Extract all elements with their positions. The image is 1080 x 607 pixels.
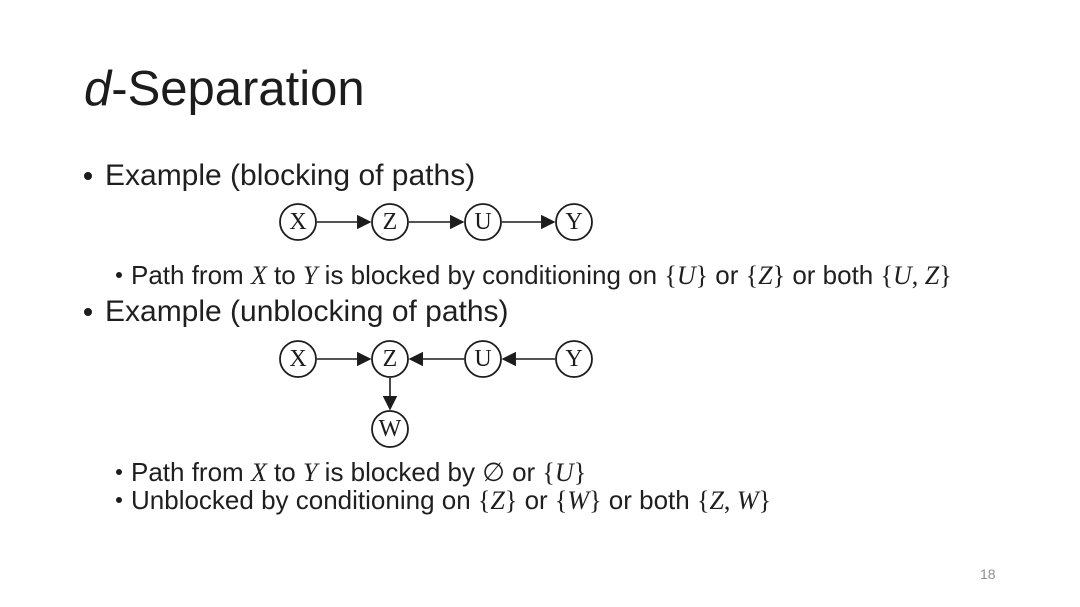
math-variable: U bbox=[554, 458, 574, 487]
text-run: { bbox=[745, 261, 759, 290]
bullet-dot bbox=[116, 469, 122, 475]
text-run: { bbox=[880, 261, 893, 290]
text-run: or both bbox=[785, 260, 881, 290]
bullet-example-blocking-text: Example (blocking of paths) bbox=[105, 159, 475, 192]
text-run: } bbox=[504, 486, 518, 515]
text-run: d bbox=[84, 62, 112, 116]
text-run: to bbox=[266, 457, 303, 487]
text-run: ∅ bbox=[482, 458, 505, 487]
bullet-blocking-detail-text: Path from X to Y is blocked by condition… bbox=[131, 260, 952, 291]
node-label-U: U bbox=[474, 346, 491, 372]
node-label-Y: Y bbox=[565, 209, 582, 235]
bullet-unblocked-by: Unblocked by conditioning on {Z} or {W} … bbox=[116, 486, 771, 515]
text-run: is blocked by bbox=[317, 457, 483, 487]
bullet-example-unblocking: Example (unblocking of paths) bbox=[84, 295, 509, 328]
node-circle-U bbox=[464, 340, 502, 378]
math-variable: U bbox=[676, 261, 696, 290]
bullet-dot bbox=[84, 308, 92, 316]
node-circle-Z bbox=[371, 203, 409, 241]
math-variable: X bbox=[250, 261, 267, 290]
text-run: } bbox=[772, 261, 786, 290]
text-run: or bbox=[708, 260, 746, 290]
collider-graph-diagram: X Z U Y W bbox=[279, 340, 593, 448]
node-circle-W bbox=[371, 410, 409, 448]
text-run: Path from bbox=[131, 260, 251, 290]
bullet-dot bbox=[116, 497, 122, 503]
text-run: } bbox=[589, 486, 602, 515]
text-run: , bbox=[723, 486, 737, 515]
math-variable: Z bbox=[709, 486, 724, 515]
bullet-example-blocking: Example (blocking of paths) bbox=[84, 159, 475, 192]
text-run: { bbox=[477, 486, 491, 515]
math-variable: Z bbox=[924, 261, 940, 290]
node-circle-X bbox=[279, 340, 317, 378]
text-run: Example (unblocking of paths) bbox=[105, 295, 509, 328]
slide-title: d-Separation bbox=[84, 60, 365, 118]
node-label-Z: Z bbox=[383, 209, 398, 235]
text-run: { bbox=[696, 486, 710, 515]
text-run: Path from bbox=[131, 457, 251, 487]
math-variable: X bbox=[250, 458, 267, 487]
bullet-example-unblocking-text: Example (unblocking of paths) bbox=[105, 295, 509, 328]
math-variable: Z bbox=[758, 261, 773, 290]
text-run: Unblocked by conditioning on bbox=[131, 485, 478, 515]
math-variable: Y bbox=[302, 261, 318, 290]
math-variable: U bbox=[892, 261, 912, 290]
math-variable: W bbox=[736, 486, 759, 515]
text-run: to bbox=[266, 260, 303, 290]
bullet-dot bbox=[116, 272, 122, 278]
text-run: -Separation bbox=[111, 62, 365, 116]
text-run: or bbox=[504, 457, 543, 487]
node-label-X: X bbox=[289, 346, 306, 372]
node-circle-Y bbox=[555, 203, 593, 241]
math-variable: Z bbox=[490, 486, 505, 515]
node-circle-U bbox=[464, 203, 502, 241]
node-circle-Y bbox=[555, 340, 593, 378]
math-variable: W bbox=[567, 486, 590, 515]
text-run: , bbox=[911, 261, 925, 290]
text-run: is blocked by conditioning on bbox=[317, 260, 665, 290]
text-run: or both bbox=[601, 485, 697, 515]
node-label-W: W bbox=[379, 416, 402, 442]
bullet-blocking-detail: Path from X to Y is blocked by condition… bbox=[116, 261, 952, 290]
bullet-blocked-by-empty-text: Path from X to Y is blocked by ∅ or {U} bbox=[131, 457, 587, 488]
page-number: 18 bbox=[980, 566, 996, 582]
bullet-unblocked-by-text: Unblocked by conditioning on {Z} or {W} … bbox=[131, 485, 772, 516]
node-circle-Z bbox=[371, 340, 409, 378]
text-run: or bbox=[517, 485, 555, 515]
node-circle-X bbox=[279, 203, 317, 241]
math-variable: Y bbox=[302, 458, 318, 487]
node-label-U: U bbox=[474, 209, 491, 235]
bullet-blocked-by-empty: Path from X to Y is blocked by ∅ or {U} bbox=[116, 458, 586, 487]
node-label-Z: Z bbox=[383, 346, 398, 372]
bullet-dot bbox=[84, 172, 92, 180]
text-run: { bbox=[542, 458, 555, 487]
text-run: { bbox=[664, 261, 677, 290]
text-run: Example (blocking of paths) bbox=[105, 159, 476, 192]
text-run: } bbox=[939, 261, 952, 290]
text-run: { bbox=[554, 486, 568, 515]
text-run: } bbox=[758, 486, 772, 515]
text-run: } bbox=[573, 458, 587, 487]
node-label-Y: Y bbox=[565, 346, 582, 372]
node-label-X: X bbox=[289, 209, 306, 235]
text-run: } bbox=[695, 261, 709, 290]
